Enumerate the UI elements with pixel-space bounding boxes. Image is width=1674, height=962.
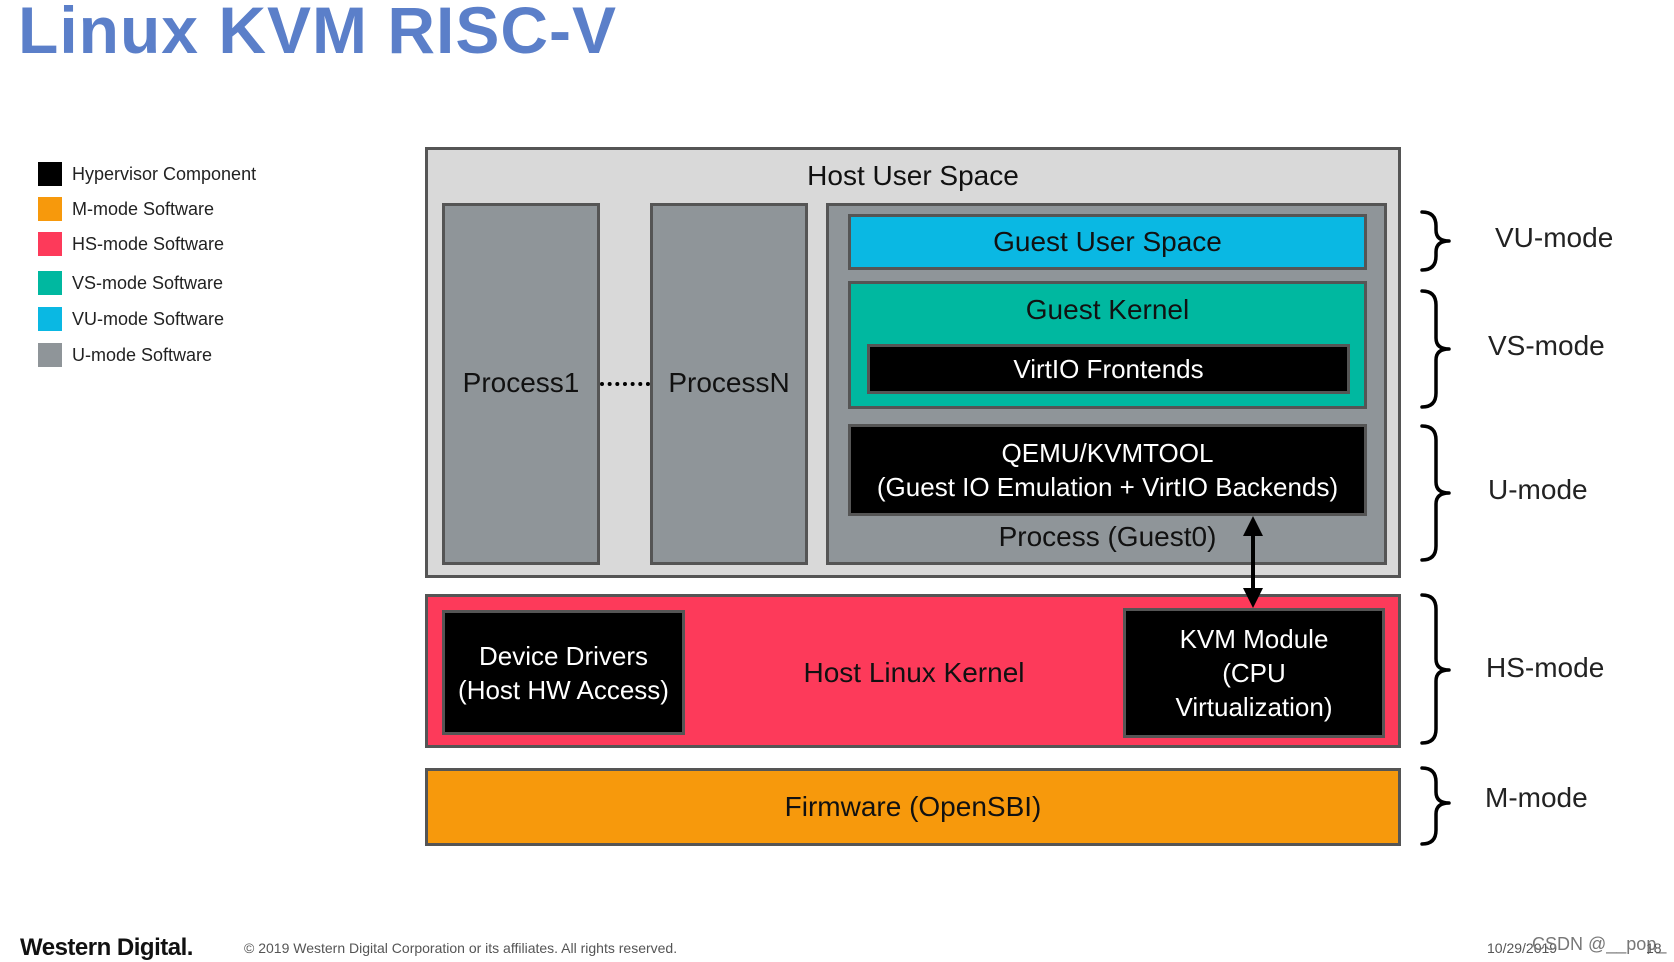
- host-linux-kernel-label: Host Linux Kernel: [803, 657, 1025, 688]
- legend-label: VU-mode Software: [72, 308, 225, 329]
- legend-label: VS-mode Software: [72, 272, 224, 293]
- qemu-label-line1: QEMU/KVMTOOL: [1001, 438, 1214, 468]
- m-mode-brace: [1420, 766, 1451, 846]
- legend-item: Hypervisor Component: [38, 162, 256, 186]
- kvm-module-line3: Virtualization): [1175, 692, 1333, 722]
- page-title: Linux KVM RISC-V: [18, 0, 618, 67]
- device-drivers-line2: (Host HW Access): [458, 674, 669, 705]
- legend-label: U-mode Software: [72, 344, 213, 365]
- legend-item: VS-mode Software: [38, 271, 223, 295]
- legend-swatch-vu-mode: [38, 307, 62, 331]
- virtio-frontends-box: VirtIO Frontends: [867, 344, 1350, 394]
- m-mode-label: M-mode: [1485, 782, 1588, 813]
- hs-mode-brace: [1420, 593, 1451, 745]
- host-user-space-label: Host User Space: [807, 160, 1019, 191]
- copyright-text: © 2019 Western Digital Corporation or it…: [244, 940, 678, 956]
- process-guest0-label: Process (Guest0): [998, 521, 1217, 552]
- footer-date: 10/29/2019: [1487, 940, 1558, 956]
- kvm-module-line1: KVM Module: [1179, 624, 1329, 654]
- firmware-box: Firmware (OpenSBI): [425, 768, 1401, 846]
- guest-user-space-label: Guest User Space: [993, 226, 1222, 257]
- vu-mode-brace: [1420, 210, 1451, 272]
- page-number: 18: [1646, 940, 1662, 956]
- device-drivers-line1: Device Drivers: [478, 640, 649, 671]
- kvm-module-line2: (CPU: [1222, 658, 1286, 688]
- legend-item: M-mode Software: [38, 197, 214, 221]
- guest-user-space-box: Guest User Space: [848, 214, 1367, 270]
- vs-mode-label: VS-mode: [1488, 330, 1605, 361]
- guest-kernel-label: Guest Kernel: [1025, 294, 1190, 325]
- processN-label: ProcessN: [668, 367, 790, 398]
- legend-item: U-mode Software: [38, 343, 212, 367]
- legend-swatch-vs-mode: [38, 271, 62, 295]
- firmware-label: Firmware (OpenSBI): [784, 791, 1042, 822]
- qemu-kvmtool-box: QEMU/KVMTOOL (Guest IO Emulation + VirtI…: [848, 424, 1367, 516]
- legend-swatch-m-mode: [38, 197, 62, 221]
- legend-item: HS-mode Software: [38, 232, 224, 256]
- western-digital-logo: Western Digital.: [20, 934, 193, 961]
- vu-mode-label: VU-mode: [1495, 222, 1614, 253]
- device-drivers-box: Device Drivers (Host HW Access): [442, 610, 685, 735]
- u-mode-label: U-mode: [1488, 474, 1588, 505]
- legend-label: Hypervisor Component: [72, 163, 257, 184]
- vs-mode-brace: [1420, 289, 1451, 409]
- process1-label: Process1: [462, 367, 580, 398]
- legend-item: VU-mode Software: [38, 307, 224, 331]
- legend-swatch-hypervisor: [38, 162, 62, 186]
- legend-swatch-u-mode: [38, 343, 62, 367]
- process-dotted-connector: [600, 382, 650, 386]
- virtio-frontends-label: VirtIO Frontends: [1013, 354, 1204, 384]
- legend-label: M-mode Software: [72, 198, 215, 219]
- legend-label: HS-mode Software: [72, 233, 225, 254]
- kvm-module-box: KVM Module (CPU Virtualization): [1123, 608, 1385, 738]
- csdn-watermark: CSDN @__pop_: [1532, 934, 1667, 954]
- processN-box: [650, 203, 808, 565]
- qemu-label-line2: (Guest IO Emulation + VirtIO Backends): [876, 472, 1339, 502]
- process1-box: [442, 203, 600, 565]
- legend-swatch-hs-mode: [38, 232, 62, 256]
- u-mode-brace: [1420, 424, 1451, 562]
- hs-mode-label: HS-mode: [1486, 652, 1605, 683]
